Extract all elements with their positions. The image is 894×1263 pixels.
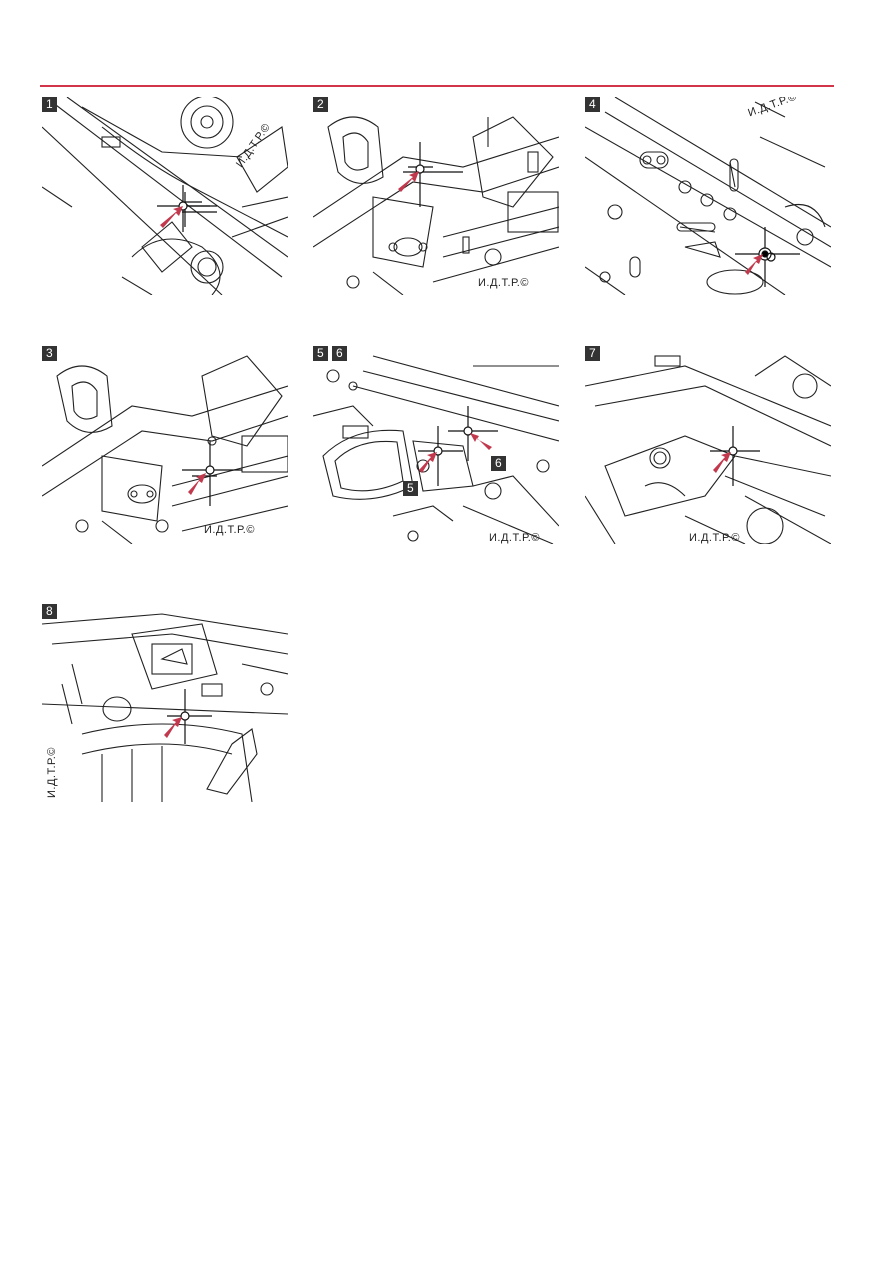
callout-label-5: 5: [403, 481, 418, 496]
chassis-drawing: [585, 355, 831, 544]
illustration-panel-5-6: 5 6 6 5 И.Д.Т.Р.©: [313, 346, 559, 544]
illustration-panel-4: 4 И.Д.Т.Р.©: [585, 97, 831, 295]
step-label-7: 7: [585, 346, 600, 361]
chassis-drawing: [42, 613, 288, 802]
watermark: И.Д.Т.Р.©: [478, 277, 529, 289]
step-label-8: 8: [42, 604, 57, 619]
watermark: И.Д.Т.Р.©: [489, 532, 540, 544]
chassis-drawing: [313, 355, 559, 544]
illustration-panel-2: 2 И.Д.Т.Р.©: [313, 97, 559, 295]
chassis-drawing: [313, 116, 559, 295]
illustration-panel-1: 1 И.Д.Т.Р.©: [42, 97, 288, 295]
watermark: И.Д.Т.Р.©: [46, 747, 58, 798]
chassis-drawing: [42, 97, 288, 295]
illustration-panel-8: 8 И.Д.Т.Р.©: [42, 604, 288, 802]
chassis-drawing: [42, 355, 288, 544]
step-label-5: 5: [313, 346, 328, 361]
chassis-drawing: [585, 97, 831, 295]
step-label-1: 1: [42, 97, 57, 112]
header-rule: [40, 85, 834, 87]
watermark: И.Д.Т.Р.©: [689, 532, 740, 544]
callout-label-6: 6: [491, 456, 506, 471]
step-label-6: 6: [332, 346, 347, 361]
illustration-panel-7: 7 И.Д.Т.Р.©: [585, 346, 831, 544]
step-label-2: 2: [313, 97, 328, 112]
step-label-4: 4: [585, 97, 600, 112]
illustration-panel-3: 3 И.Д.Т.Р.©: [42, 346, 288, 544]
watermark: И.Д.Т.Р.©: [204, 524, 255, 536]
step-label-3: 3: [42, 346, 57, 361]
